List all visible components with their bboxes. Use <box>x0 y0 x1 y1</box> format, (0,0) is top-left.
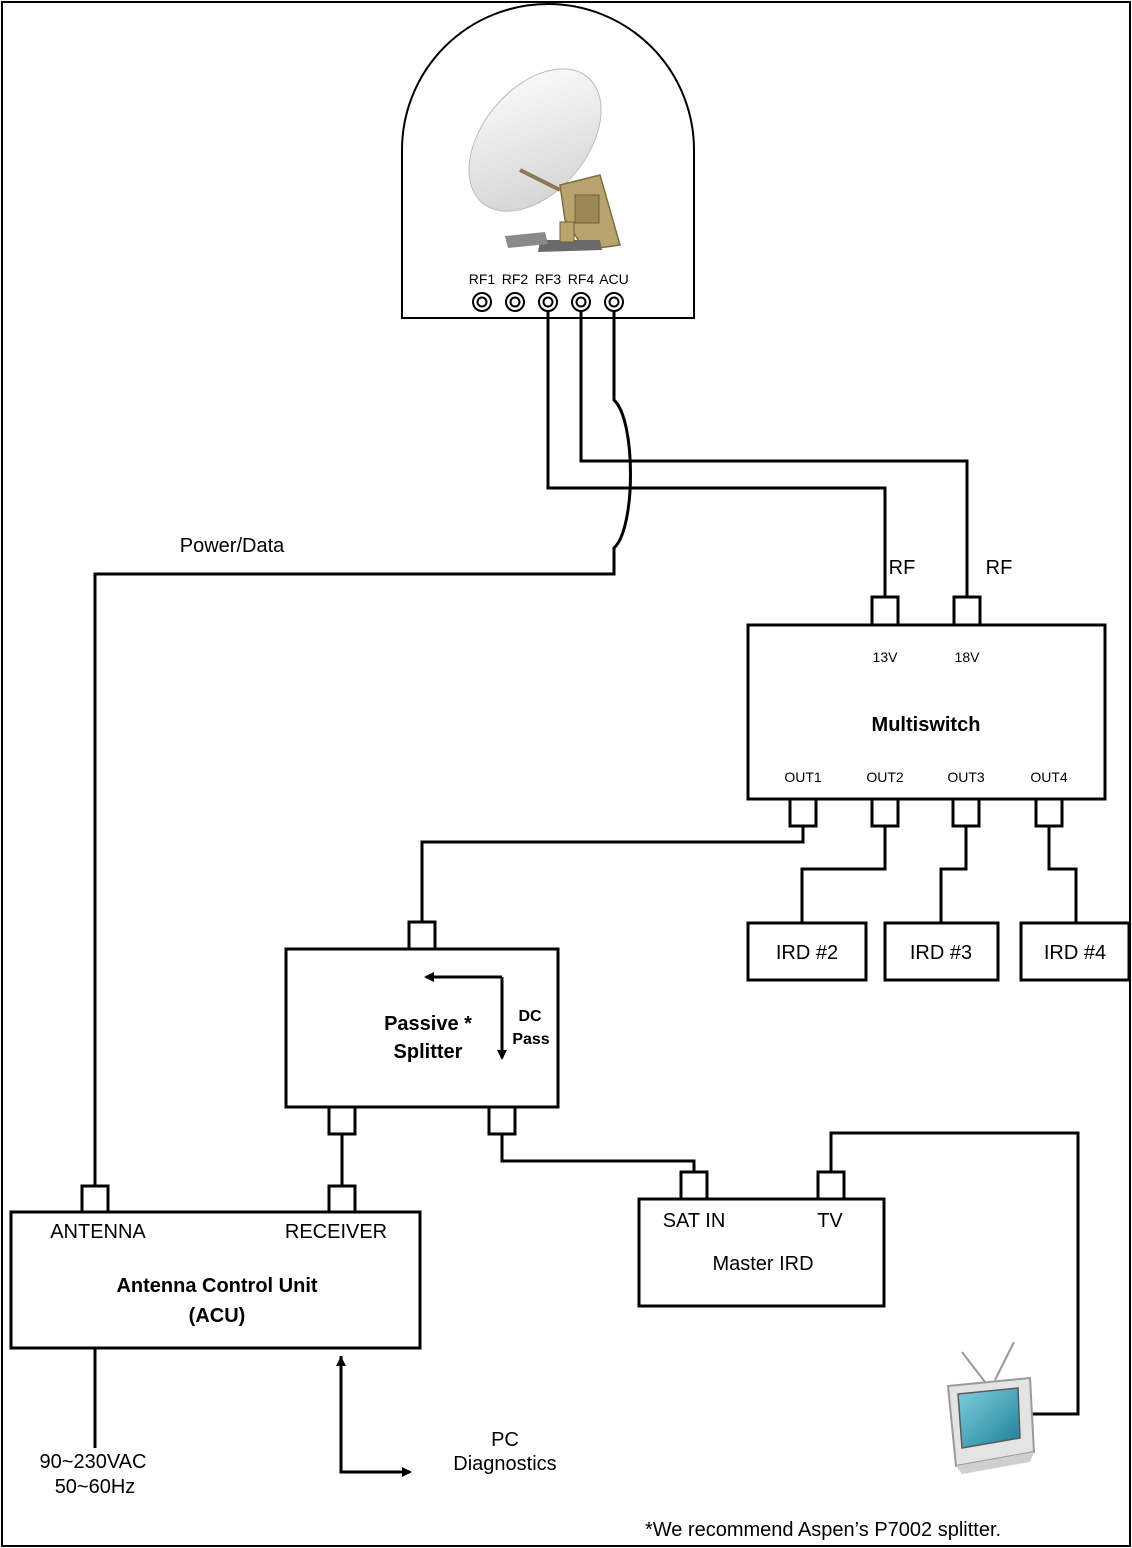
port-label-rf1: RF1 <box>469 271 496 287</box>
dc-pass-label-line2: Pass <box>512 1031 549 1048</box>
cable-out2-ird2 <box>800 826 887 923</box>
cable-splitter-satin <box>500 1134 696 1172</box>
acu-receiver-port-label: RECEIVER <box>285 1221 387 1243</box>
acu-receiver-connector <box>327 1184 357 1214</box>
rf1-connector-icon <box>472 292 492 312</box>
satellite-dish-icon <box>468 68 621 252</box>
ird-3-box: IRD #3 <box>883 921 1000 982</box>
port-label-rf2: RF2 <box>502 271 529 287</box>
out4-label: OUT4 <box>1030 769 1068 785</box>
cable-power-data <box>93 311 632 1186</box>
out2-connector <box>870 797 900 828</box>
ird-2-label: IRD #2 <box>776 942 838 964</box>
out3-label: OUT3 <box>947 769 985 785</box>
splitter-title-line2: Splitter <box>394 1041 463 1063</box>
out2-label: OUT2 <box>866 769 904 785</box>
out1-connector <box>788 797 818 828</box>
pc-label-line1: PC <box>491 1429 519 1451</box>
dc-pass-label-line1: DC <box>518 1008 542 1025</box>
multiswitch-18v-label: 18V <box>955 649 981 665</box>
rf-label-13v: RF <box>889 557 916 579</box>
port-label-acu: ACU <box>599 271 629 287</box>
multiswitch-13v-label: 13V <box>873 649 899 665</box>
acu-antenna-port-label: ANTENNA <box>50 1221 146 1243</box>
multiswitch-13v-connector <box>870 595 900 627</box>
footnote: *We recommend Aspen’s P7002 splitter. <box>645 1519 1001 1541</box>
acu-title-line1: Antenna Control Unit <box>116 1275 317 1297</box>
rf2-connector-icon <box>505 292 525 312</box>
ird-4-label: IRD #4 <box>1044 942 1106 964</box>
rf4-connector-icon <box>571 292 591 312</box>
ird-2-box: IRD #2 <box>746 921 868 982</box>
master-ird-box: SAT IN TV Master IRD <box>637 1170 886 1308</box>
splitter-output-right-connector <box>487 1105 517 1136</box>
acu-antenna-connector <box>80 1184 110 1214</box>
power-supply-line1: 90~230VAC <box>40 1451 147 1473</box>
cable-tv <box>829 1131 1080 1416</box>
cables <box>93 311 1080 1448</box>
television-icon <box>946 1341 1036 1474</box>
ird-4-box: IRD #4 <box>1019 921 1131 982</box>
master-ird-tv-connector <box>816 1170 846 1201</box>
rf-label-18v: RF <box>986 557 1013 579</box>
cable-rf3-13v <box>546 311 887 597</box>
master-ird-tv-label: TV <box>817 1210 843 1232</box>
master-ird-satin-connector <box>679 1170 709 1201</box>
splitter-output-left-connector <box>327 1105 357 1136</box>
pc-diagnostics-link <box>336 1356 412 1477</box>
ird-3-label: IRD #3 <box>910 942 972 964</box>
antenna-unit: RF1 RF2 RF3 RF4 ACU <box>401 3 695 319</box>
power-supply-line2: 50~60Hz <box>55 1476 136 1498</box>
multiswitch-box: 13V 18V Multiswitch OUT1 OUT2 OUT3 OUT4 <box>746 595 1107 828</box>
power-data-label: Power/Data <box>180 535 285 557</box>
splitter-title-line1: Passive * <box>384 1013 472 1035</box>
multiswitch-title: Multiswitch <box>872 714 981 736</box>
master-ird-satin-label: SAT IN <box>663 1210 726 1232</box>
cable-out4-ird4 <box>1047 826 1078 923</box>
out1-label: OUT1 <box>784 769 822 785</box>
pc-label-line2: Diagnostics <box>453 1453 556 1475</box>
port-label-rf3: RF3 <box>535 271 562 287</box>
rf3-connector-icon <box>538 292 558 312</box>
out3-connector <box>951 797 981 828</box>
master-ird-title: Master IRD <box>712 1253 813 1275</box>
splitter-input-connector <box>407 920 437 951</box>
out4-connector <box>1034 797 1064 828</box>
dc-pass-arrow-icon <box>424 972 507 1060</box>
cable-rf4-18v <box>579 311 969 597</box>
cable-out1-splitter <box>420 826 805 922</box>
multiswitch-18v-connector <box>952 595 982 627</box>
cable-out3-ird3 <box>939 826 968 923</box>
acu-title-line2: (ACU) <box>189 1305 246 1327</box>
acu-connector-icon <box>604 292 624 312</box>
acu-box: ANTENNA RECEIVER Antenna Control Unit (A… <box>9 1184 422 1350</box>
port-label-rf4: RF4 <box>568 271 595 287</box>
passive-splitter-box: Passive * Splitter DC Pass <box>284 920 560 1136</box>
